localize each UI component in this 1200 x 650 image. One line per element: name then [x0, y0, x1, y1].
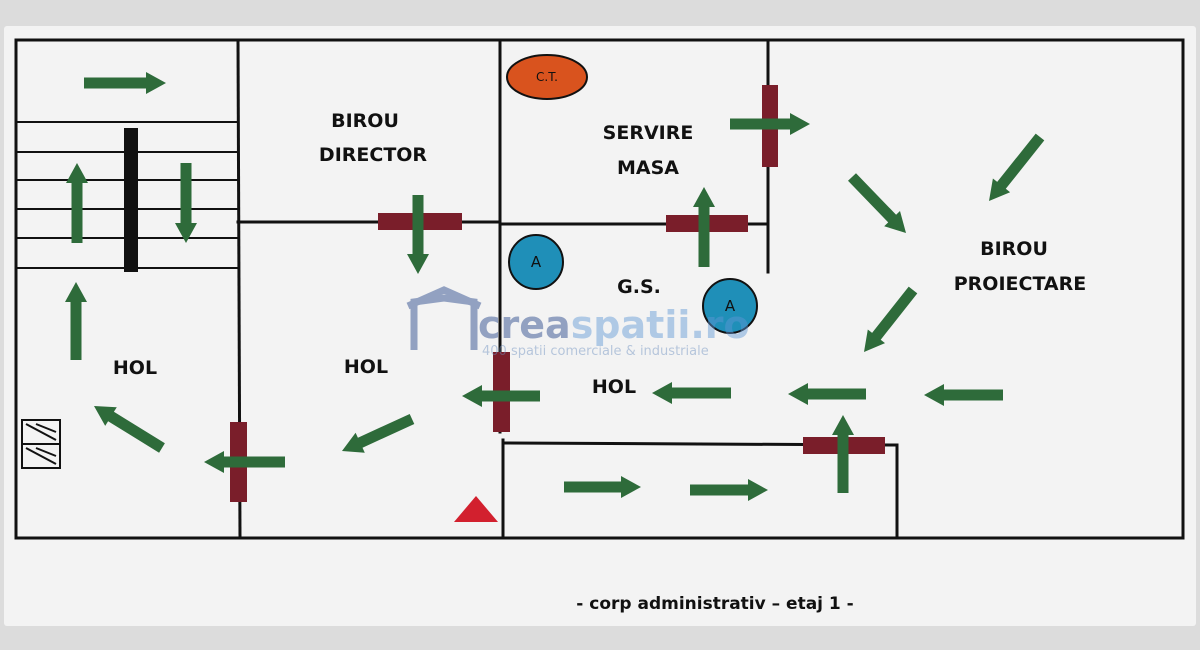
room-label-gs: G.S. [617, 276, 661, 298]
evacuation-arrow-icon [66, 163, 88, 243]
boiler-room-icon: C.T. [506, 54, 588, 100]
emergency-exit-icon [21, 419, 61, 469]
evacuation-arrow-icon [462, 385, 540, 407]
staircase [16, 121, 238, 272]
room-label-hol-right: HOL [592, 376, 636, 398]
watermark: creaspatii.ro 400 spatii comerciale & in… [406, 286, 750, 359]
room-label-birou-director-1: BIROU [331, 110, 399, 132]
evacuation-arrow-icon [564, 476, 641, 498]
room-label-birou-director-2: DIRECTOR [319, 144, 428, 166]
fire-extinguisher-icon: A [508, 234, 564, 290]
room-label-birou-proiectare-1: BIROU [980, 238, 1048, 260]
room-label-hol-left: HOL [113, 357, 157, 379]
walls [14, 38, 1185, 540]
hazard-triangle-icon [454, 496, 498, 522]
extinguisher-label: A [531, 253, 542, 271]
evacuation-arrow-icon [832, 415, 854, 493]
stair-handrail [124, 128, 138, 272]
evacuation-arrow-icon [693, 187, 715, 267]
evacuation-arrow-icon [175, 163, 197, 243]
evacuation-arrow-icon [65, 282, 87, 360]
watermark-text-dark: crea [478, 303, 571, 347]
watermark-subtitle: 400 spatii comerciale & industriale [482, 344, 709, 359]
extinguisher-label: A [725, 297, 736, 315]
evacuation-arrow-icon [730, 113, 810, 135]
evacuation-arrow-icon [690, 479, 768, 501]
evacuation-arrows [65, 72, 1045, 501]
outer-wall [14, 38, 1185, 540]
ct-label: C.T. [536, 70, 558, 84]
plan-caption: - corp administrativ – etaj 1 - [576, 594, 853, 614]
evacuation-arrow-icon [848, 173, 906, 233]
evacuation-arrow-icon [84, 72, 166, 94]
evacuation-arrow-icon [407, 195, 429, 274]
evacuation-arrow-icon [94, 406, 165, 453]
evacuation-arrow-icon [204, 451, 285, 473]
evacuation-arrow-icon [864, 286, 918, 352]
evacuation-arrow-icon [788, 383, 866, 405]
fire-extinguisher-icon: A [702, 278, 758, 334]
evacuation-arrow-icon [989, 133, 1045, 201]
watermark-text-light: spatii.ro [571, 303, 750, 347]
evacuation-arrow-icon [652, 382, 731, 404]
room-label-servire-masa-1: SERVIRE [603, 122, 694, 144]
evacuation-arrow-icon [924, 384, 1003, 406]
door-markers [230, 85, 885, 502]
room-label-birou-proiectare-2: PROIECTARE [954, 273, 1087, 295]
watermark-house-icon [406, 286, 482, 350]
evacuation-arrow-icon [342, 414, 415, 453]
room-label-servire-masa-2: MASA [617, 157, 679, 179]
room-label-hol-middle: HOL [344, 356, 388, 378]
svg-text:creaspatii.ro: creaspatii.ro [478, 303, 750, 347]
